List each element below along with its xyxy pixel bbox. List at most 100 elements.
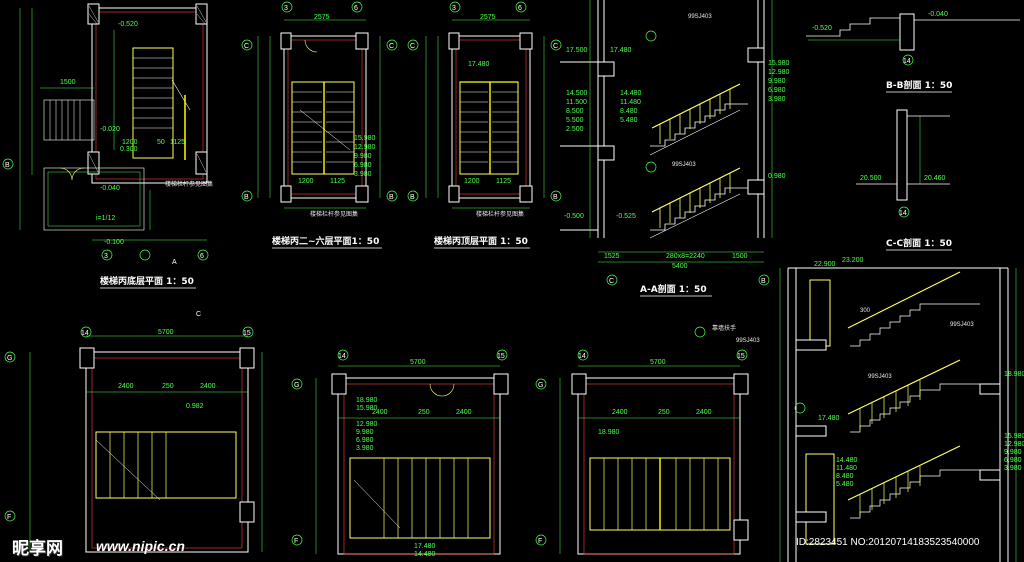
image-id-text: ID:2823451 NO:20120714183523540000 <box>796 537 980 548</box>
dimension: 2400 <box>456 409 472 416</box>
level-mark: 14.480 <box>836 457 858 464</box>
axis-label: 3 <box>452 5 456 12</box>
axis-label: 14 <box>578 353 586 360</box>
standard-ref: 99SJ403 <box>736 338 760 344</box>
standard-ref: 99SJ403 <box>868 374 892 380</box>
axis-label: F <box>294 538 298 545</box>
level-mark: 11.480 <box>620 99 641 106</box>
level-mark: 5.480 <box>836 481 854 488</box>
level-mark: 9.980 <box>354 153 372 160</box>
level-mark: 0.982 <box>186 403 204 410</box>
level-mark: 17.500 <box>566 47 588 54</box>
axis-label: 6 <box>354 5 358 12</box>
axis-label: 6 <box>200 253 204 260</box>
level-mark: 15.980 <box>354 135 376 142</box>
axis-label: B <box>553 194 558 201</box>
axis-label: G <box>538 382 543 389</box>
rail-note: 楼梯栏杆参见图集 <box>310 210 358 218</box>
level-mark: 9.980 <box>768 78 786 85</box>
dimension: 1200 <box>464 178 480 185</box>
level-mark: 14.480 <box>620 90 642 97</box>
level-mark: -0.500 <box>564 213 584 220</box>
title-plan-mid: 楼梯丙二~六层平面1：50 <box>272 235 379 247</box>
axis-label: 15 <box>497 353 505 360</box>
axis-label: F <box>538 538 542 545</box>
title-section-bb: B-B剖面 1：50 <box>886 79 952 91</box>
level-mark: 9.980 <box>1004 449 1022 456</box>
standard-ref: 99SJ403 <box>688 14 712 20</box>
dimension: 2400 <box>118 383 134 390</box>
standard-ref: 99SJ403 <box>672 162 696 168</box>
level-mark: -0.520 <box>118 21 138 28</box>
level-mark: 3.980 <box>354 171 372 178</box>
axis-label: 3 <box>284 5 288 12</box>
axis-label: C <box>196 311 201 318</box>
level-mark: -0.040 <box>100 185 120 192</box>
level-mark: 17.480 <box>610 47 632 54</box>
level-mark: 22.900 <box>814 261 836 268</box>
axis-label: B <box>410 194 415 201</box>
axis-label: B <box>761 278 766 285</box>
dimension: 250 <box>162 383 174 390</box>
axis-label: B <box>5 162 10 169</box>
level-mark: 0.980 <box>768 173 786 180</box>
section-right-lower: 22.900 23.200 300 99SJ403 99SJ403 99SJ40… <box>694 257 1024 562</box>
axis-label: C <box>389 43 394 50</box>
level-mark: -0.525 <box>616 213 636 220</box>
plan-large-3: 14 15 G F 5700 2400 250 2400 18.980 <box>535 349 749 555</box>
level-mark: 6.980 <box>768 87 786 94</box>
watermark-site-name: 昵享网 <box>12 539 63 559</box>
dimension: 2575 <box>480 14 496 21</box>
level-mark: 11.500 <box>566 99 587 106</box>
axis-label: 3 <box>104 253 108 260</box>
level-mark: 14.500 <box>566 90 588 97</box>
plan-ground-floor: 3 6 B A -0.520 -0.020 -0.040 i=1/12 -0.1… <box>2 3 213 289</box>
axis-label: 14 <box>899 210 907 217</box>
level-mark: 15.980 <box>356 405 378 412</box>
axis-label: 6 <box>518 5 522 12</box>
axis-label: G <box>294 382 299 389</box>
watermark-url: www.nipic.cn <box>96 538 185 554</box>
level-mark: 9.980 <box>356 429 374 436</box>
level-mark: 20.500 <box>860 175 882 182</box>
level-mark: 5.500 <box>566 117 584 124</box>
section-aa: C B 17.500 17.480 14.500 11.500 8.500 5.… <box>560 0 790 297</box>
handrail-note: 靠墙扶手 <box>712 324 736 332</box>
dimension: 1125 <box>330 178 345 185</box>
level-mark: 3.980 <box>768 96 786 103</box>
section-bb: 14 -0.520 -0.040 B-B剖面 1：50 <box>806 11 1020 93</box>
dimension: 1200 <box>122 139 138 146</box>
level-mark: 18.980 <box>356 397 378 404</box>
level-mark: 6.980 <box>1004 457 1022 464</box>
level-mark: 3.980 <box>1004 465 1022 472</box>
axis-label: G <box>7 355 12 362</box>
level-mark: 15.980 <box>768 60 790 67</box>
level-mark: 11.480 <box>836 465 857 472</box>
level-mark: 8.500 <box>566 108 584 115</box>
axis-label: C <box>553 43 558 50</box>
level-mark: 14.480 <box>414 551 436 558</box>
level-mark: 17.480 <box>818 415 840 422</box>
title-section-aa: A-A剖面 1：50 <box>640 283 707 295</box>
level-mark: 12.980 <box>356 421 378 428</box>
axis-label: F <box>7 514 11 521</box>
axis-label: 14 <box>81 330 89 337</box>
note-300: 300 <box>860 308 871 314</box>
level-mark: -0.040 <box>928 11 948 18</box>
dimension: 2400 <box>696 409 712 416</box>
dimension: 1525 <box>604 253 620 260</box>
plan-large-1: 14 15 G F C 5700 2400 250 2400 0.982 <box>4 311 263 553</box>
level-mark: 15.980 <box>1004 433 1024 440</box>
axis-label: C <box>410 43 415 50</box>
axis-label: 14 <box>903 58 911 65</box>
level-mark: 8.480 <box>836 473 854 480</box>
level-mark: 23.200 <box>842 257 864 264</box>
axis-label: C <box>609 278 614 285</box>
axis-label: B <box>244 194 249 201</box>
axis-label: 14 <box>338 353 346 360</box>
plan-top-floor: 3 6 C C B B 2575 17.480 1200 1125 楼梯栏杆参见… <box>407 1 562 249</box>
dimension: 250 <box>418 409 430 416</box>
plan-large-2: 14 15 G F 5700 2400 250 2400 18.980 15.9… <box>291 349 509 558</box>
dimension: 5700 <box>650 359 666 366</box>
